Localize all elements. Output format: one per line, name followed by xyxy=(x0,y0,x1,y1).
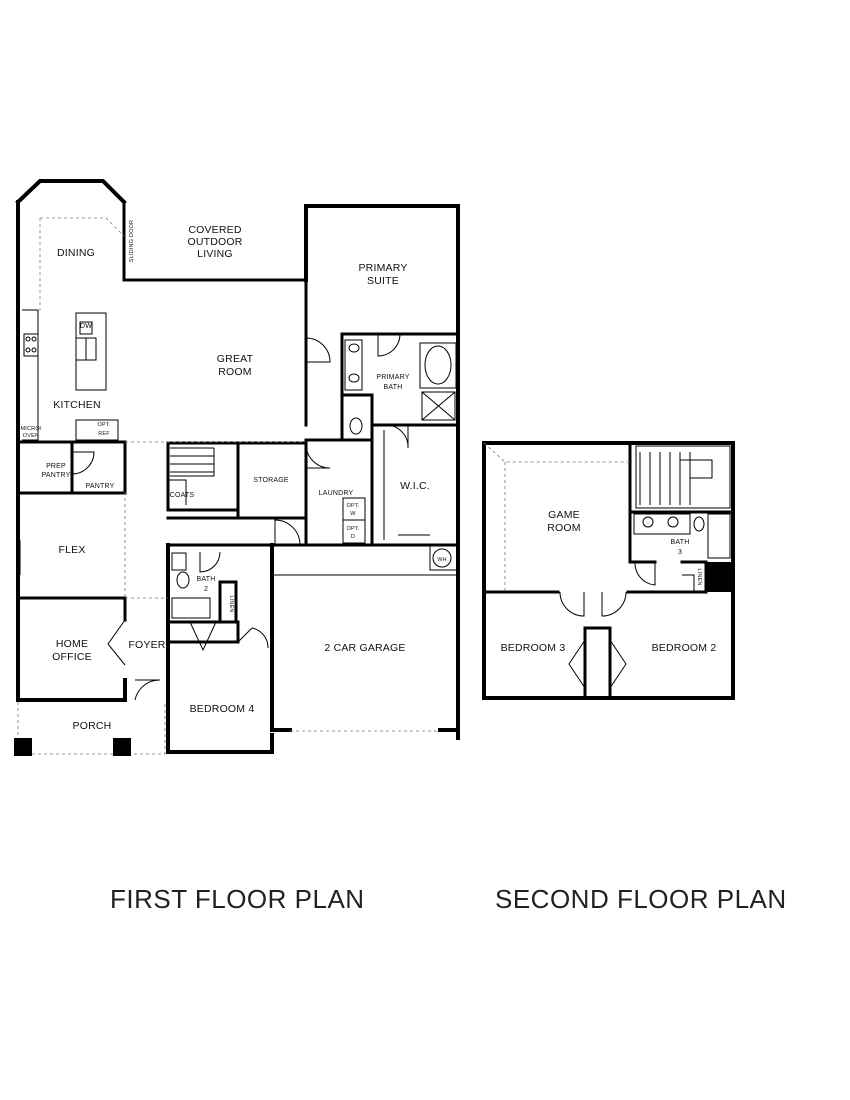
second-floor-dashed-lines xyxy=(483,442,630,592)
label-opt-ref-2: REF xyxy=(98,431,110,437)
second-floor-doors xyxy=(559,591,627,689)
first-floor-labels: DINING COVERED OUTDOOR LIVING SLIDING DO… xyxy=(20,220,446,732)
first-floor-doors xyxy=(71,333,409,701)
porch-column-right xyxy=(113,738,131,756)
label-bath2-2: 2 xyxy=(204,586,208,593)
label-primary-bath-1: PRIMARY xyxy=(376,374,409,381)
label-opt-w-1: OPT. xyxy=(346,503,359,509)
first-floor-caption: FIRST FLOOR PLAN xyxy=(110,884,365,914)
label-sliding-door: SLIDING DOOR xyxy=(129,220,135,262)
label-opt-ref-1: OPT. xyxy=(97,422,110,428)
label-garage: 2 CAR GARAGE xyxy=(324,642,405,654)
label-kitchen: KITCHEN xyxy=(53,399,101,411)
label-covered-3: LIVING xyxy=(197,248,233,260)
label-bedroom4: BEDROOM 4 xyxy=(190,703,255,715)
label-opt-w-2: W xyxy=(350,511,356,517)
label-opt-d-1: OPT. xyxy=(346,526,359,532)
label-micro-oven-1: MICRO/ xyxy=(20,426,41,432)
first-floor-windows xyxy=(19,180,425,753)
label-game-room-1: GAME xyxy=(548,509,580,521)
label-wic: W.I.C. xyxy=(400,480,430,492)
label-home-office-2: OFFICE xyxy=(52,651,92,663)
label-prep-pantry-2: PANTRY xyxy=(42,472,71,479)
porch-column-left xyxy=(14,738,32,756)
label-primary-bath-2: BATH xyxy=(384,384,403,391)
label-pantry: PANTRY xyxy=(86,483,115,490)
label-bath3-1: BATH xyxy=(671,539,690,546)
second-floor-fixtures xyxy=(633,445,731,592)
label-micro-oven-2: OVEN xyxy=(23,433,39,439)
label-flex: FLEX xyxy=(58,544,85,556)
label-dw: DW xyxy=(80,323,92,330)
label-laundry: LAUNDRY xyxy=(319,490,354,497)
first-floor-plan: DINING COVERED OUTDOOR LIVING SLIDING DO… xyxy=(14,179,460,756)
label-bedroom3: BEDROOM 3 xyxy=(501,642,566,654)
label-bath2-1: BATH xyxy=(197,576,216,583)
label-primary-suite-1: PRIMARY xyxy=(358,262,407,274)
label-prep-pantry-1: PREP xyxy=(46,463,66,470)
second-floor-labels: GAME ROOM BATH 3 LINEN BEDROOM 3 BEDROOM… xyxy=(501,509,717,654)
second-floor-caption: SECOND FLOOR PLAN xyxy=(495,884,787,914)
label-coats: COATS xyxy=(170,492,195,499)
second-floor-plan: GAME ROOM BATH 3 LINEN BEDROOM 3 BEDROOM… xyxy=(482,441,735,700)
label-linen-1f: LINEN xyxy=(228,595,234,612)
second-floor-walls xyxy=(482,441,735,700)
label-great-room-1: GREAT xyxy=(217,353,254,365)
label-linen-2f: LINEN xyxy=(696,568,702,585)
second-floor-windows xyxy=(520,442,698,699)
label-opt-d-2: D xyxy=(351,534,355,540)
label-storage: STORAGE xyxy=(253,477,289,484)
label-game-room-2: ROOM xyxy=(547,522,580,534)
first-floor-dashed-lines xyxy=(39,217,306,599)
label-dining: DINING xyxy=(57,247,95,259)
label-covered-2: OUTDOOR xyxy=(187,236,242,248)
label-covered-1: COVERED xyxy=(188,224,242,236)
label-great-room-2: ROOM xyxy=(218,366,251,378)
label-home-office-1: HOME xyxy=(56,638,88,650)
label-foyer: FOYER xyxy=(128,639,165,651)
linen-block-2f xyxy=(706,562,733,592)
label-bedroom2: BEDROOM 2 xyxy=(652,642,717,654)
label-wh: WH xyxy=(437,557,447,563)
label-bath3-2: 3 xyxy=(678,549,682,556)
label-porch: PORCH xyxy=(73,720,112,732)
label-primary-suite-2: SUITE xyxy=(367,275,399,287)
